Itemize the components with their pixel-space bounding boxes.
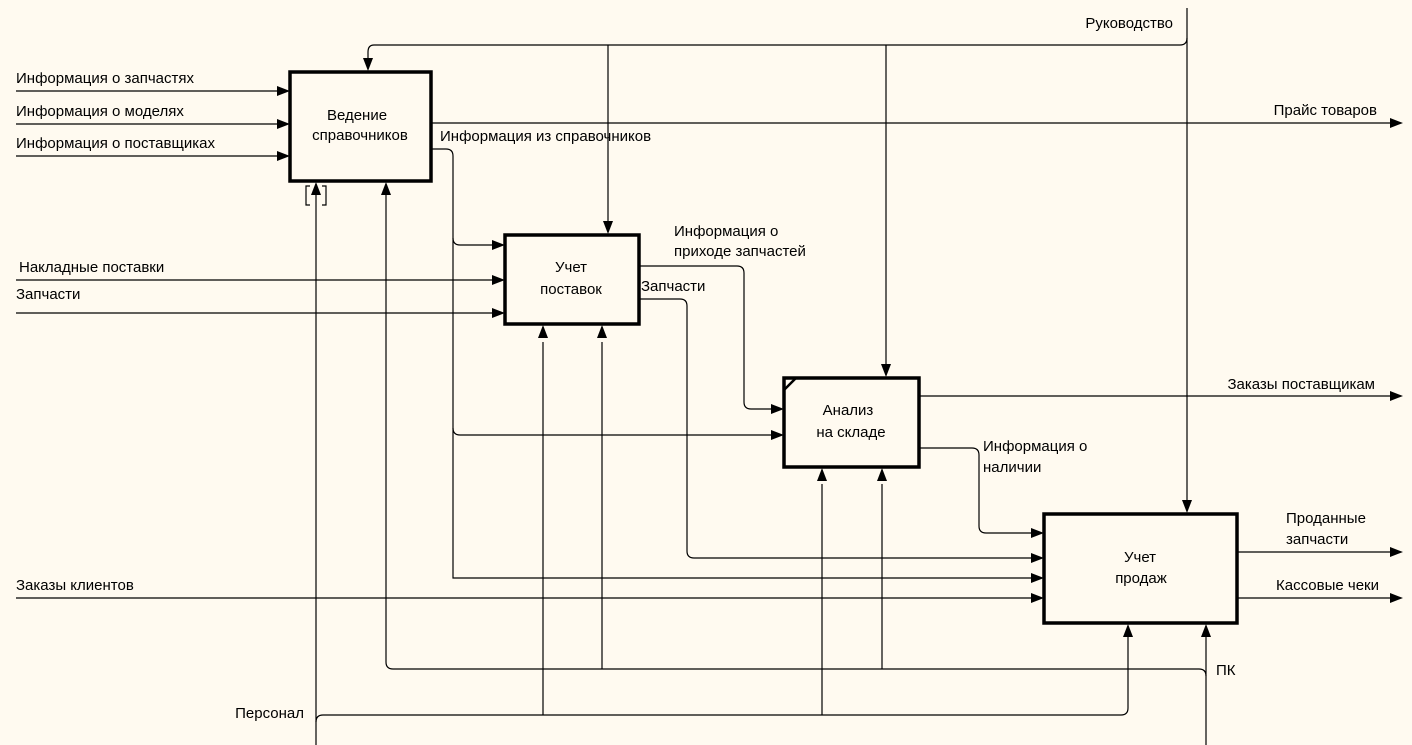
block-corner-marker xyxy=(783,377,797,391)
label-client-orders: Заказы клиентов xyxy=(16,577,134,594)
label-info-stock-1: Информация о xyxy=(983,438,1087,455)
arrowhead-icon xyxy=(1390,593,1403,603)
arrowhead-icon xyxy=(1390,118,1403,128)
arrowhead-icon xyxy=(363,58,373,71)
arrow-info-stock[interactable] xyxy=(919,447,1035,534)
label-price-list: Прайс товаров xyxy=(1274,102,1377,119)
arrowhead-icon xyxy=(1182,500,1192,513)
arrowhead-icon xyxy=(1390,547,1403,557)
label-receipts: Кассовые чеки xyxy=(1276,577,1379,594)
arrow-info-arrival[interactable] xyxy=(639,265,775,410)
block-analiz-na-sklade[interactable]: Анализ на складе xyxy=(782,376,921,469)
label-sold-parts-2: запчасти xyxy=(1286,531,1348,548)
arrow-labels: Информация о запчастях Информация о моде… xyxy=(16,15,1379,722)
arrowhead-icon xyxy=(492,240,505,250)
label-info-parts: Информация о запчастях xyxy=(16,70,195,87)
arrowhead-icon xyxy=(771,430,784,440)
arrowhead-icon xyxy=(1390,391,1403,401)
label-management: Руководство xyxy=(1085,15,1173,32)
label-sold-parts-1: Проданные xyxy=(1286,510,1366,527)
connectors xyxy=(16,8,1390,745)
arrowhead-icon xyxy=(603,221,613,234)
arrowhead-icon xyxy=(381,182,391,195)
arrowhead-icon xyxy=(1031,528,1044,538)
label-parts-in: Запчасти xyxy=(16,286,80,303)
label-info-models: Информация о моделях xyxy=(16,103,184,120)
label-staff: Персонал xyxy=(235,705,304,722)
arrow-info-from-refs[interactable] xyxy=(432,148,1035,579)
arrowhead-icon xyxy=(492,308,505,318)
label-invoices: Накладные поставки xyxy=(19,259,164,276)
arrowhead-icon xyxy=(817,468,827,481)
block-label-line: продаж xyxy=(1115,570,1167,587)
arrowhead-icon xyxy=(1123,624,1133,637)
arrowhead-icon xyxy=(277,151,290,161)
label-pc: ПК xyxy=(1216,662,1236,679)
arrow-parts-out[interactable] xyxy=(639,298,1035,559)
label-info-arrival-1: Информация о xyxy=(674,223,778,240)
block-label-line: Ведение xyxy=(327,107,387,124)
arrow-management-to-b1[interactable] xyxy=(367,37,1188,62)
label-parts-out: Запчасти xyxy=(641,278,705,295)
arrowhead-icon xyxy=(492,275,505,285)
arrowhead-icon xyxy=(538,325,548,338)
block-label-line: справочников xyxy=(312,127,408,144)
arrowhead-icon xyxy=(1201,624,1211,637)
arrowhead-icon xyxy=(1031,593,1044,603)
arrow-info-from-refs-to-b3[interactable] xyxy=(452,427,775,436)
tunnel-bracket-icon xyxy=(305,185,327,206)
arrowhead-icon xyxy=(597,325,607,338)
arrowhead-icon xyxy=(1031,553,1044,563)
label-info-from-refs: Информация из справочников xyxy=(440,128,651,145)
label-info-stock-2: наличии xyxy=(983,459,1041,476)
arrow-staff-to-b4[interactable] xyxy=(315,632,1129,723)
arrowhead-icon xyxy=(771,404,784,414)
arrow-info-from-refs-to-b2[interactable] xyxy=(452,237,497,246)
arrowhead-icon xyxy=(1031,573,1044,583)
block-label-line: Учет xyxy=(1124,549,1156,566)
arrow-pc-to-b1[interactable] xyxy=(385,192,1207,677)
block-label-line: Анализ xyxy=(823,402,874,419)
arrowhead-icon xyxy=(277,119,290,129)
block-uchet-postavok[interactable]: Учет поставок xyxy=(503,233,641,326)
block-label-line: поставок xyxy=(540,281,602,298)
arrowheads xyxy=(277,58,1403,637)
label-info-arrival-2: приходе запчастей xyxy=(674,243,806,260)
label-info-suppliers: Информация о поставщиках xyxy=(16,135,215,152)
block-label-line: на складе xyxy=(816,424,885,441)
arrowhead-icon xyxy=(877,468,887,481)
block-uchet-prodazh[interactable]: Учет продаж xyxy=(1042,512,1239,625)
arrowhead-icon xyxy=(311,182,321,195)
block-vedenie-spravochnikov[interactable]: Ведение справочников xyxy=(288,70,433,183)
arrowhead-icon xyxy=(881,364,891,377)
arrowhead-icon xyxy=(277,86,290,96)
block-label-line: Учет xyxy=(555,259,587,276)
label-orders-suppliers: Заказы поставщикам xyxy=(1227,376,1375,393)
